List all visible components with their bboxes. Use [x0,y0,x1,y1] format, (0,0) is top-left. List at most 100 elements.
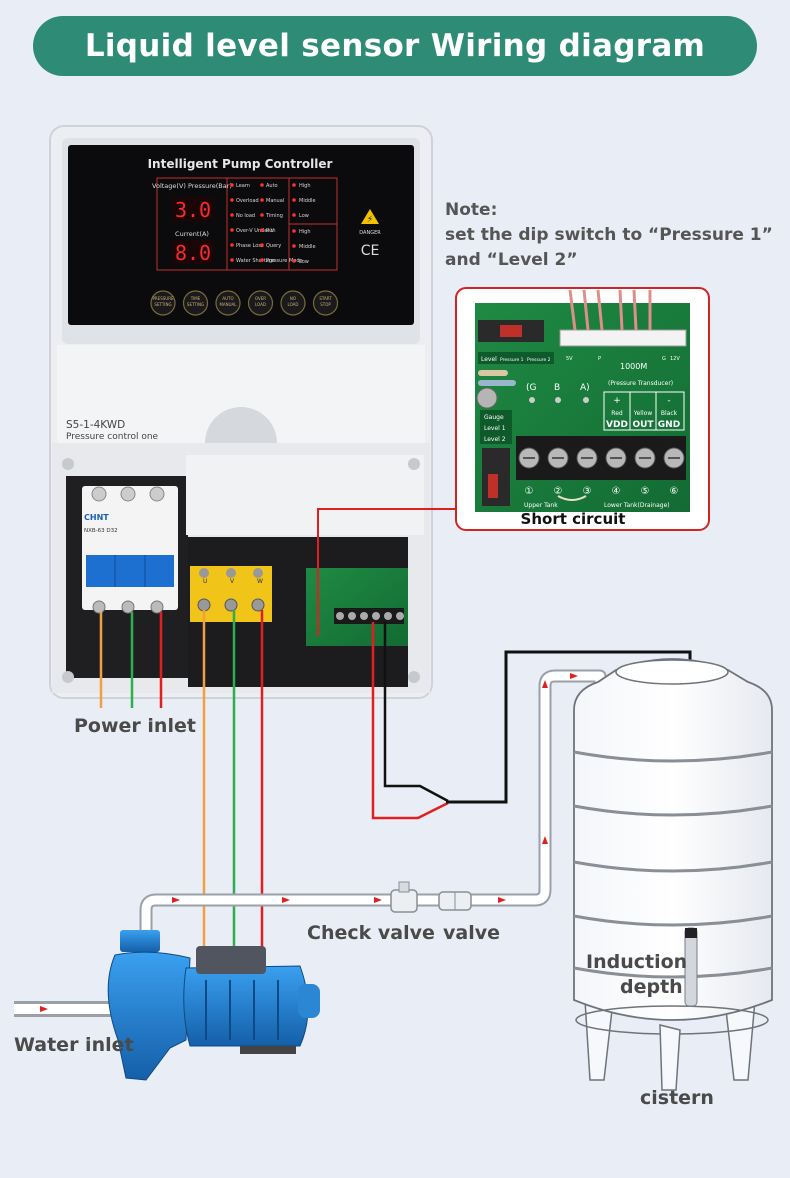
ce-mark: CE [361,243,380,259]
model-label: S5-1-4KWD [66,419,125,431]
indicator-label: Query [266,243,281,249]
pump-junction-box [196,946,266,974]
indicator-label: Run [266,228,276,234]
controller-button[interactable] [280,290,306,316]
danger-label: DANGER [359,230,381,236]
svg-text:Level: Level [481,356,497,363]
controller-buttons: PRESSURESETTINGTIMESETTINGAUTOMANUALOVER… [150,290,339,316]
svg-text:Yellow: Yellow [633,410,653,417]
svg-text:Pressure 2: Pressure 2 [527,357,551,363]
power-inlet-label: Power inlet [74,715,196,737]
discharge-pipe [139,669,607,935]
indicator-label: Manual [266,198,284,204]
breaker-switch [86,555,174,587]
indicator-led [260,228,264,232]
note-line-1: set the dip switch to “Pressure 1” [445,225,773,245]
short-circuit-label: Short circuit [521,510,626,528]
indicator-led [230,258,234,262]
indicator-led [260,183,264,187]
indicator-led [260,213,264,217]
breaker-model: NXB-63 D32 [84,528,118,534]
indicator-led [230,183,234,187]
controller-button-label: OVER [255,296,266,301]
controller-button-label: STOP [320,302,331,307]
svg-text:Level 2: Level 2 [484,436,506,443]
svg-text:Black: Black [661,410,678,417]
level-label-lower: Low [299,259,309,265]
indicator-led [230,213,234,217]
title-banner: Liquid level sensor Wiring diagram [33,16,757,76]
terminal-number: ⑤ [641,486,650,497]
controller-button[interactable] [247,290,274,316]
svg-text:OUT: OUT [632,420,654,430]
level-label-upper: Low [299,213,309,219]
note-line-2: and “Level 2” [445,250,578,270]
controller-button[interactable] [182,290,209,316]
svg-text:Red: Red [611,410,623,417]
circuit-breaker [82,486,178,610]
indicator-led [230,228,234,232]
terminal-number: ⑥ [670,486,679,497]
level-led [292,229,296,233]
check-valve-label: Check valve [307,922,435,944]
valve-label: valve [443,922,500,944]
level-label-upper: High [299,183,311,189]
controller-button-label: NO [290,296,296,301]
controller-button-label: SETTING [154,302,171,307]
terminal-number: ③ [583,486,592,497]
page-title: Liquid level sensor Wiring diagram [84,28,706,64]
svg-text:VDD: VDD [606,420,628,430]
level-led [292,259,296,263]
water-pump [107,930,320,1081]
level-label-lower: Middle [299,244,316,250]
svg-text:Gauge: Gauge [484,414,504,421]
svg-text:(G: (G [526,383,537,393]
danger-icon [361,209,379,224]
resistor-label: 1000M [620,362,647,371]
induction-depth-label-1: Induction [586,951,688,973]
indicator-led [260,198,264,202]
transducer-label: (Pressure Transducer) [608,380,673,387]
controller-button-label: LOAD [288,302,299,307]
voltage-value: 3.0 [175,198,211,222]
terminal-number: ④ [612,486,621,497]
voltage-display [172,197,214,221]
sensor-board-callout: Level Pressure 1 Pressure 2 5V P G 12V 1… [455,287,710,531]
voltage-label: Voltage(V) Pressure(Bar) [152,182,232,190]
indicator-label: Timing [265,213,283,219]
indicator-led [260,243,264,247]
svg-text:GND: GND [658,420,680,430]
controller-box: Intelligent Pump Controller Voltage(V) P… [49,125,433,699]
controller-button[interactable] [215,290,241,316]
svg-text:A): A) [580,383,590,393]
indicator-label: Water Shortage [236,258,275,264]
indicator-label: Over-V Under-V [236,228,275,234]
terminal-number: ② [554,486,563,497]
svg-text:12V: 12V [670,356,680,362]
level-led [292,183,296,187]
controller-button-label: START [319,296,332,301]
svg-text:-: - [667,396,670,406]
water-inlet-label: Water inlet [14,1034,134,1056]
ribbon-connector [559,329,687,347]
level-sensor-probe [684,927,698,1007]
svg-text:Pressure 1: Pressure 1 [500,357,524,363]
controller-button-label: MANUAL [219,302,237,307]
indicator-led [230,243,234,247]
controller-button-label: AUTO [222,296,233,301]
svg-text:Lower Tank(Drainage): Lower Tank(Drainage) [604,502,670,509]
level-led [292,213,296,217]
controller-button[interactable] [312,290,339,316]
controller-button[interactable] [150,290,176,316]
level-label-lower: High [299,229,311,235]
display-panel [68,145,414,325]
controller-button-label: LOAD [255,302,266,307]
note-heading: Note: [445,200,498,220]
indicator-label: Phase Loss [236,243,264,249]
current-label: Current(A) [175,230,209,238]
level-led [292,198,296,202]
